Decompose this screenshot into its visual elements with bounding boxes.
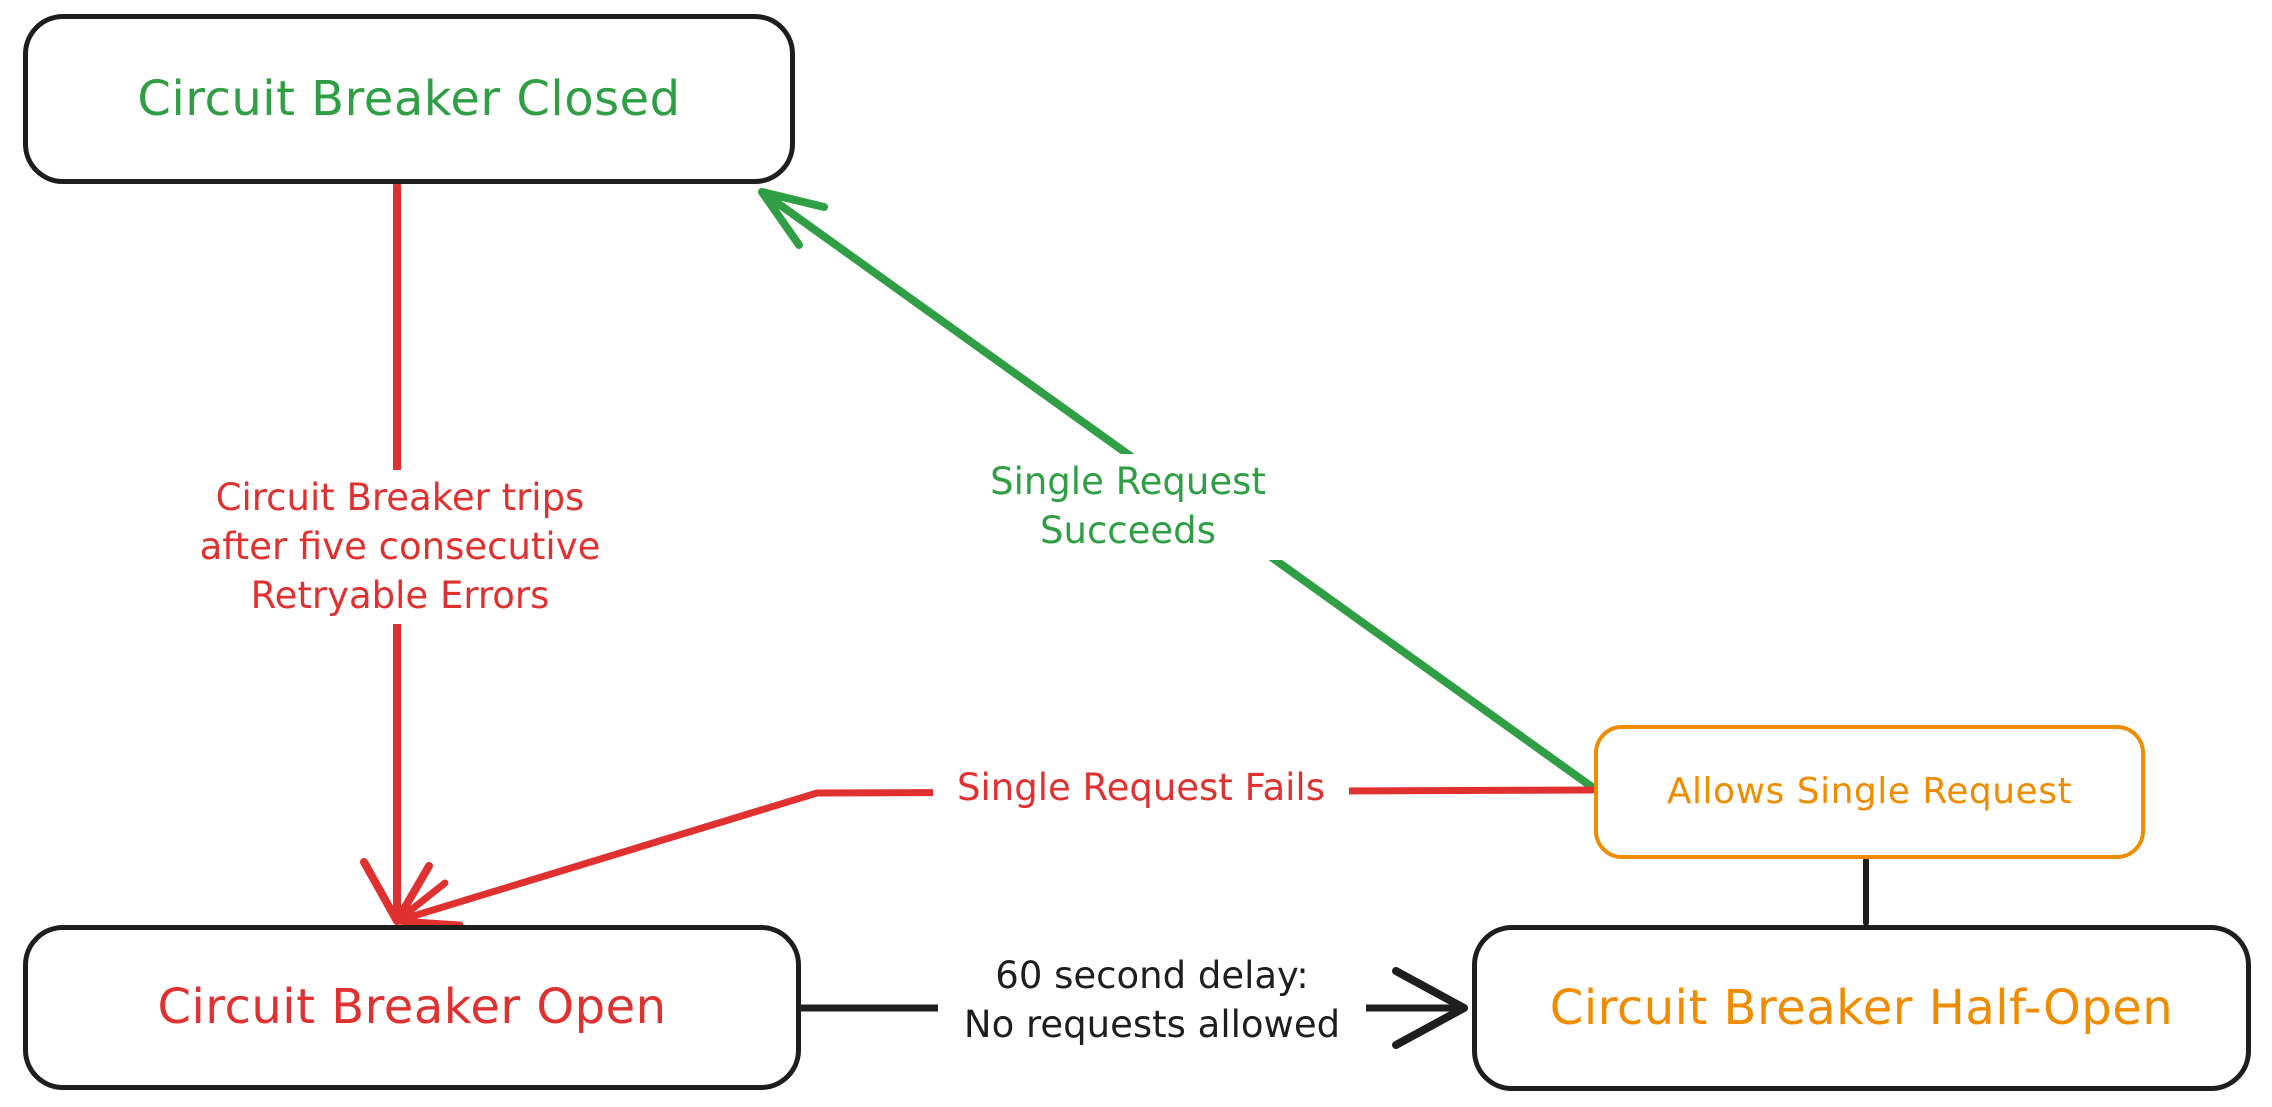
- node-circuit-breaker-half-open[interactable]: Circuit Breaker Half-Open: [1472, 925, 2251, 1091]
- edge-label-trip: Circuit Breaker trips after five consecu…: [148, 470, 652, 625]
- edge-label-succeed: Single Request Succeeds: [908, 454, 1348, 560]
- node-half-open-label: Circuit Breaker Half-Open: [1549, 979, 2174, 1036]
- arrowhead-fail-icon: [393, 879, 464, 929]
- node-circuit-breaker-open[interactable]: Circuit Breaker Open: [23, 925, 801, 1090]
- edge-label-fail: Single Request Fails: [933, 760, 1349, 817]
- node-circuit-breaker-closed[interactable]: Circuit Breaker Closed: [23, 14, 795, 184]
- node-allows-single-request[interactable]: Allows Single Request: [1594, 725, 2145, 859]
- node-open-label: Circuit Breaker Open: [157, 979, 667, 1036]
- edge-label-delay: 60 second delay: No requests allowed: [938, 948, 1366, 1054]
- arrowhead-delay-icon: [1392, 967, 1468, 1049]
- arrowhead-trip-icon: [360, 858, 433, 925]
- node-closed-label: Circuit Breaker Closed: [137, 70, 681, 127]
- arrowhead-succeed-icon: [758, 188, 828, 249]
- node-allows-label: Allows Single Request: [1666, 771, 2073, 813]
